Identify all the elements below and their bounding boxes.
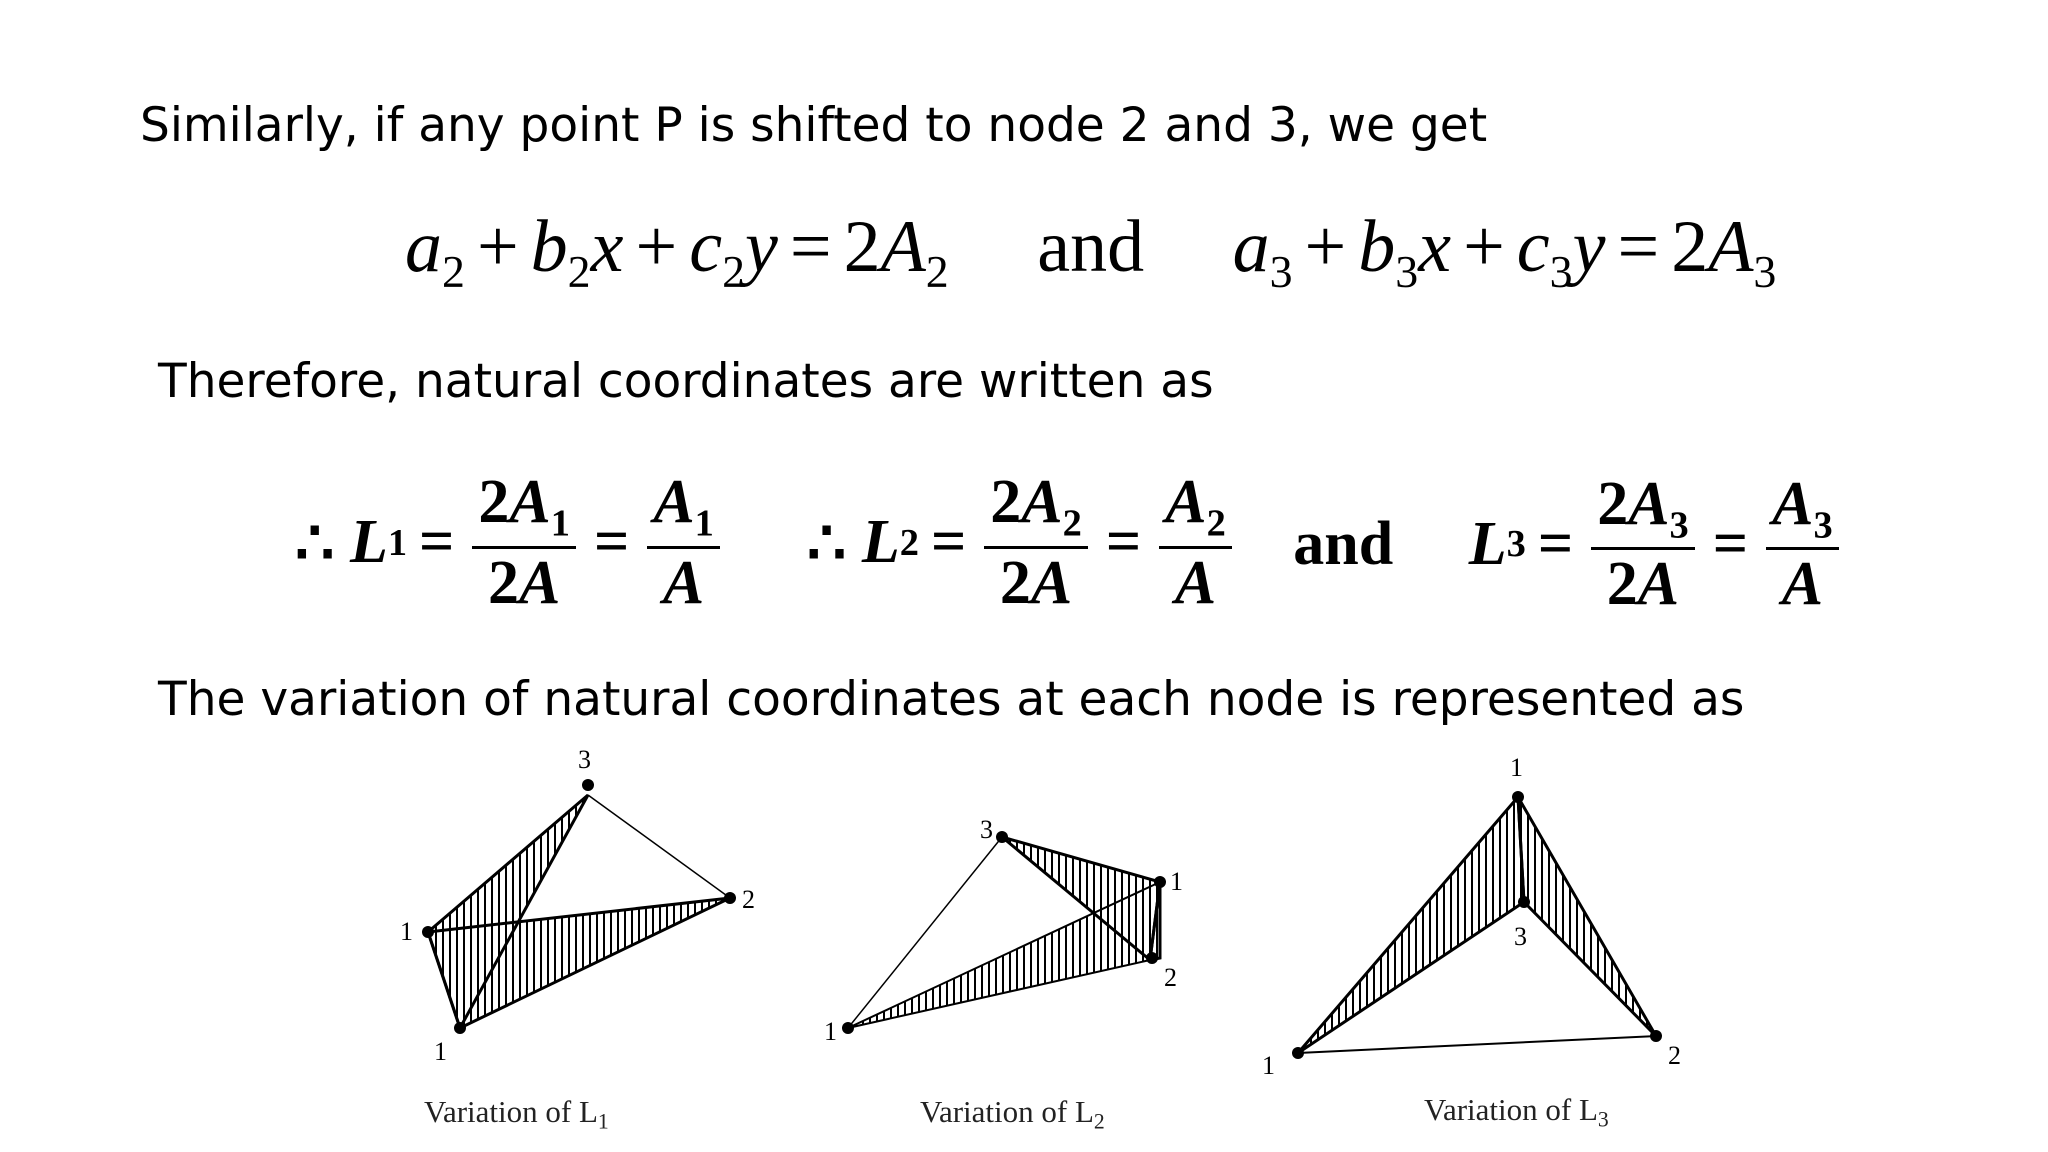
intro-line: Similarly, if any point P is shifted to … (140, 98, 1488, 153)
node-label: 3 (578, 745, 591, 774)
node-dot (1650, 1030, 1662, 1042)
equation-nodes-2-3: a2+b2x+c2y=2A2 and a3+b3x+c3y=2A3 (405, 206, 1777, 298)
node-label: 3 (980, 815, 993, 844)
node-dot (582, 779, 594, 791)
caption-L2: Variation of L2 (920, 1094, 1105, 1134)
hatched-region (425, 896, 731, 1031)
triangle-edge (847, 836, 1003, 1029)
node-label: 1 (1170, 867, 1183, 896)
node-dot (1292, 1047, 1304, 1059)
node-label: 1 (400, 917, 413, 946)
hatched-region (1296, 793, 1526, 1055)
node-dot (422, 926, 434, 938)
node-label: 1 (1510, 753, 1523, 782)
node-label: 1 (824, 1017, 837, 1046)
natural-coordinates-line: Therefore, natural coordinates are writt… (158, 354, 1214, 409)
hatched-region (1516, 796, 1658, 1038)
node-dot (1146, 952, 1158, 964)
triangle-edge (1297, 1035, 1657, 1054)
node-label: 2 (742, 885, 755, 914)
hatched-region (847, 880, 1162, 1029)
node-label: 3 (1514, 922, 1527, 951)
variation-line: The variation of natural coordinates at … (158, 672, 1745, 727)
node-label: 2 (1668, 1041, 1681, 1070)
triangle-figure-L3: 1 3 1 2 (1262, 753, 1681, 1080)
triangle-edge (587, 794, 731, 899)
node-label: 2 (1164, 963, 1177, 992)
caption-L3: Variation of L3 (1424, 1092, 1609, 1132)
node-dot (1512, 791, 1524, 803)
caption-L1: Variation of L1 (424, 1094, 609, 1134)
node-label: 1 (1262, 1051, 1275, 1080)
triangle-figure-L1: 3 2 1 1 (400, 745, 755, 1066)
node-dot (724, 892, 736, 904)
node-dot (454, 1022, 466, 1034)
node-dot (996, 831, 1008, 843)
node-label: 1 (434, 1037, 447, 1066)
triangle-figure-L2: 3 1 2 1 (824, 815, 1183, 1046)
node-dot (842, 1022, 854, 1034)
node-dot (1154, 876, 1166, 888)
node-dot (1518, 896, 1530, 908)
